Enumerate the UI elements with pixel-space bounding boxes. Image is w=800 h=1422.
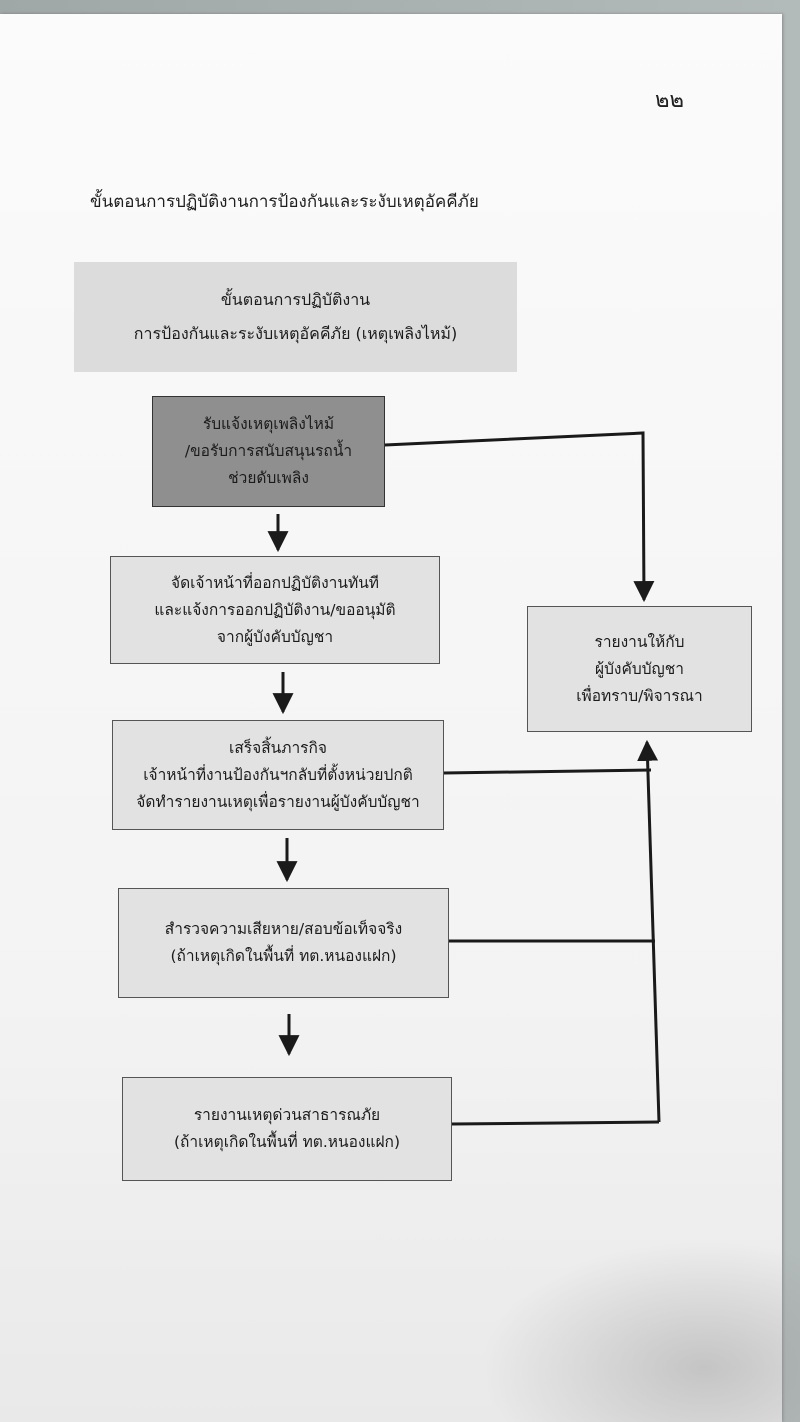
line-step5-to-bus xyxy=(451,1120,660,1126)
report-line: ผู้บังคับบัญชา xyxy=(595,659,684,678)
step-line: (ถ้าเหตุเกิดในพื้นที่ ทต.หนองแฝก) xyxy=(170,947,397,965)
step-mission-complete: เสร็จสิ้นภารกิจ เจ้าหน้าที่งานป้องกันฯกล… xyxy=(112,720,444,830)
arrow-bus-to-report xyxy=(637,739,661,1123)
step-line: ช่วยดับเพลิง xyxy=(228,469,309,487)
step-line: เสร็จสิ้นภารกิจ xyxy=(229,738,327,757)
step-line: เจ้าหน้าที่งานป้องกันฯกลับที่ตั้งหน่วยปก… xyxy=(143,765,413,784)
step-line: จัดทำรายงานเหตุเพื่อรายงานผู้บังคับบัญชา xyxy=(136,792,420,811)
shadow-overlay xyxy=(480,1240,800,1422)
step-line: รายงานเหตุด่วนสาธารณภัย xyxy=(193,1106,381,1124)
step-line: สำรวจความเสียหาย/สอบข้อเท็จจริง xyxy=(164,920,403,938)
diagram-header-box: ขั้นตอนการปฏิบัติงาน การป้องกันและระงับเ… xyxy=(74,262,517,372)
report-line: เพื่อทราบ/พิจารณา xyxy=(576,686,703,705)
step-line: จากผู้บังคับบัญชา xyxy=(216,627,334,646)
step-urgent-disaster-report: รายงานเหตุด่วนสาธารณภัย (ถ้าเหตุเกิดในพื… xyxy=(122,1077,452,1181)
line-step3-to-bus xyxy=(443,768,652,775)
step-line: จัดเจ้าหน้าที่ออกปฏิบัติงานทันที xyxy=(170,573,380,592)
page-title: ขั้นตอนการปฏิบัติงานการป้องกันและระงับเห… xyxy=(90,192,479,212)
arrow-step1-to-report xyxy=(384,431,655,603)
step-line: รับแจ้งเหตุเพลิงไหม้ xyxy=(202,415,335,433)
step-receive-fire-report: รับแจ้งเหตุเพลิงไหม้ /ขอรับการสนับสนุนรถ… xyxy=(152,396,385,507)
page-number: ๒๒ xyxy=(655,88,685,113)
header-line: การป้องกันและระงับเหตุอัคคีภัย (เหตุเพลิ… xyxy=(133,324,458,343)
step-line: /ขอรับการสนับสนุนรถน้ำ xyxy=(184,442,353,460)
header-line: ขั้นตอนการปฏิบัติงาน xyxy=(220,290,371,309)
step-line: และแจ้งการออกปฏิบัติงาน/ขออนุมัติ xyxy=(154,600,396,619)
step-damage-survey: สำรวจความเสียหาย/สอบข้อเท็จจริง (ถ้าเหตุ… xyxy=(118,888,449,998)
report-to-supervisor-box: รายงานให้กับ ผู้บังคับบัญชา เพื่อทราบ/พิ… xyxy=(527,606,752,732)
step-line: (ถ้าเหตุเกิดในพื้นที่ ทต.หนองแฝก) xyxy=(174,1133,400,1151)
step-dispatch-staff: จัดเจ้าหน้าที่ออกปฏิบัติงานทันที และแจ้ง… xyxy=(110,556,440,664)
report-line: รายงานให้กับ xyxy=(594,632,685,651)
